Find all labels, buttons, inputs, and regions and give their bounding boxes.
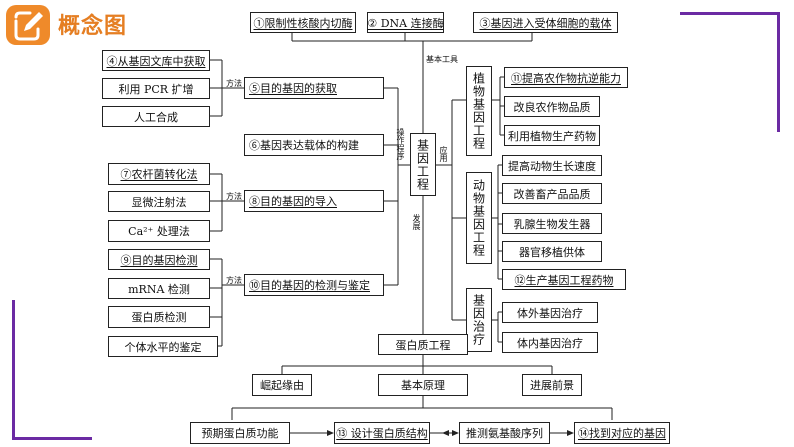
therapy-item-in-vivo: 体内基因治疗	[502, 332, 598, 353]
detect-mrna: mRNA 检测	[108, 278, 210, 299]
category-animal: 动物基因工程	[466, 172, 492, 264]
page-title: 概念图	[58, 14, 128, 39]
accent-bottom-left-h	[12, 437, 92, 440]
header: 概念图	[0, 0, 175, 48]
branch-principle: 基本原理	[378, 374, 468, 396]
plant-item-drugs: 利用植物生产药物	[504, 125, 600, 146]
accent-bottom-left-v	[12, 300, 15, 440]
method-calcium: Ca²⁺ 处理法	[108, 220, 210, 242]
method-label-detection: 方法	[226, 276, 242, 285]
flow-design-structure: ⑬ 设计蛋白质结构	[334, 422, 430, 444]
step-acquisition: ⑤目的基因的获取	[244, 77, 384, 99]
detect-gene: ⑨目的基因检测	[108, 249, 210, 270]
therapy-item-ex-vivo: 体外基因治疗	[502, 302, 598, 323]
step-detection: ⑩目的基因的检测与鉴定	[244, 274, 384, 296]
step-construction: ⑥基因表达载体的构建	[244, 134, 384, 156]
animal-item-quality: 改善畜产品品质	[502, 183, 602, 204]
method-label-introduction: 方法	[226, 192, 242, 201]
branch-origin: 崛起缘由	[252, 374, 312, 396]
label-development: 发展	[412, 214, 421, 230]
animal-item-growth: 提高动物生长速度	[502, 155, 602, 176]
label-basic-tools: 基本工具	[426, 55, 458, 64]
label-procedure: 操作程序	[396, 128, 405, 160]
pencil-icon	[14, 11, 43, 41]
label-application: 应用	[439, 146, 448, 162]
method-pcr: 利用 PCR 扩增	[102, 78, 210, 99]
tool-dna-ligase: ② DNA 连接酶	[367, 12, 444, 33]
center-node-genetic-engineering: 基因工程	[410, 133, 436, 196]
detect-individual: 个体水平的鉴定	[108, 336, 218, 357]
method-microinjection: 显微注射法	[108, 191, 210, 212]
method-gene-library: ④从基因文库中获取	[102, 50, 210, 71]
branch-prospect: 进展前景	[522, 374, 582, 396]
tool-restriction-enzyme: ①限制性核酸内切酶	[250, 12, 356, 33]
flow-expected-function: 预期蛋白质功能	[190, 422, 290, 444]
step-introduction: ⑧目的基因的导入	[244, 190, 384, 212]
animal-item-organ: 器官移植供体	[502, 241, 602, 262]
animal-item-mammary: 乳腺生物发生器	[502, 213, 602, 234]
accent-top-right-h	[680, 12, 780, 15]
animal-item-drugs: ⑫生产基因工程药物	[502, 269, 626, 290]
plant-item-quality: 改良农作物品质	[504, 96, 600, 117]
tool-vector: ③基因进入受体细胞的载体	[473, 12, 618, 33]
flow-infer-sequence: 推测氨基酸序列	[459, 422, 550, 444]
accent-top-right-v	[777, 12, 780, 132]
method-agrobacterium: ⑦农杆菌转化法	[108, 163, 210, 185]
method-label-acquisition: 方法	[226, 79, 242, 88]
method-synthesis: 人工合成	[102, 106, 210, 127]
flow-find-gene: ⑭找到对应的基因	[574, 422, 670, 444]
category-therapy: 基因治疗	[466, 288, 492, 352]
category-plant: 植物基因工程	[466, 66, 492, 156]
plant-item-stress: ⑪提高农作物抗逆能力	[504, 67, 628, 88]
logo-badge	[6, 5, 50, 45]
detect-protein: 蛋白质检测	[108, 306, 210, 328]
protein-engineering-node: 蛋白质工程	[378, 334, 468, 355]
